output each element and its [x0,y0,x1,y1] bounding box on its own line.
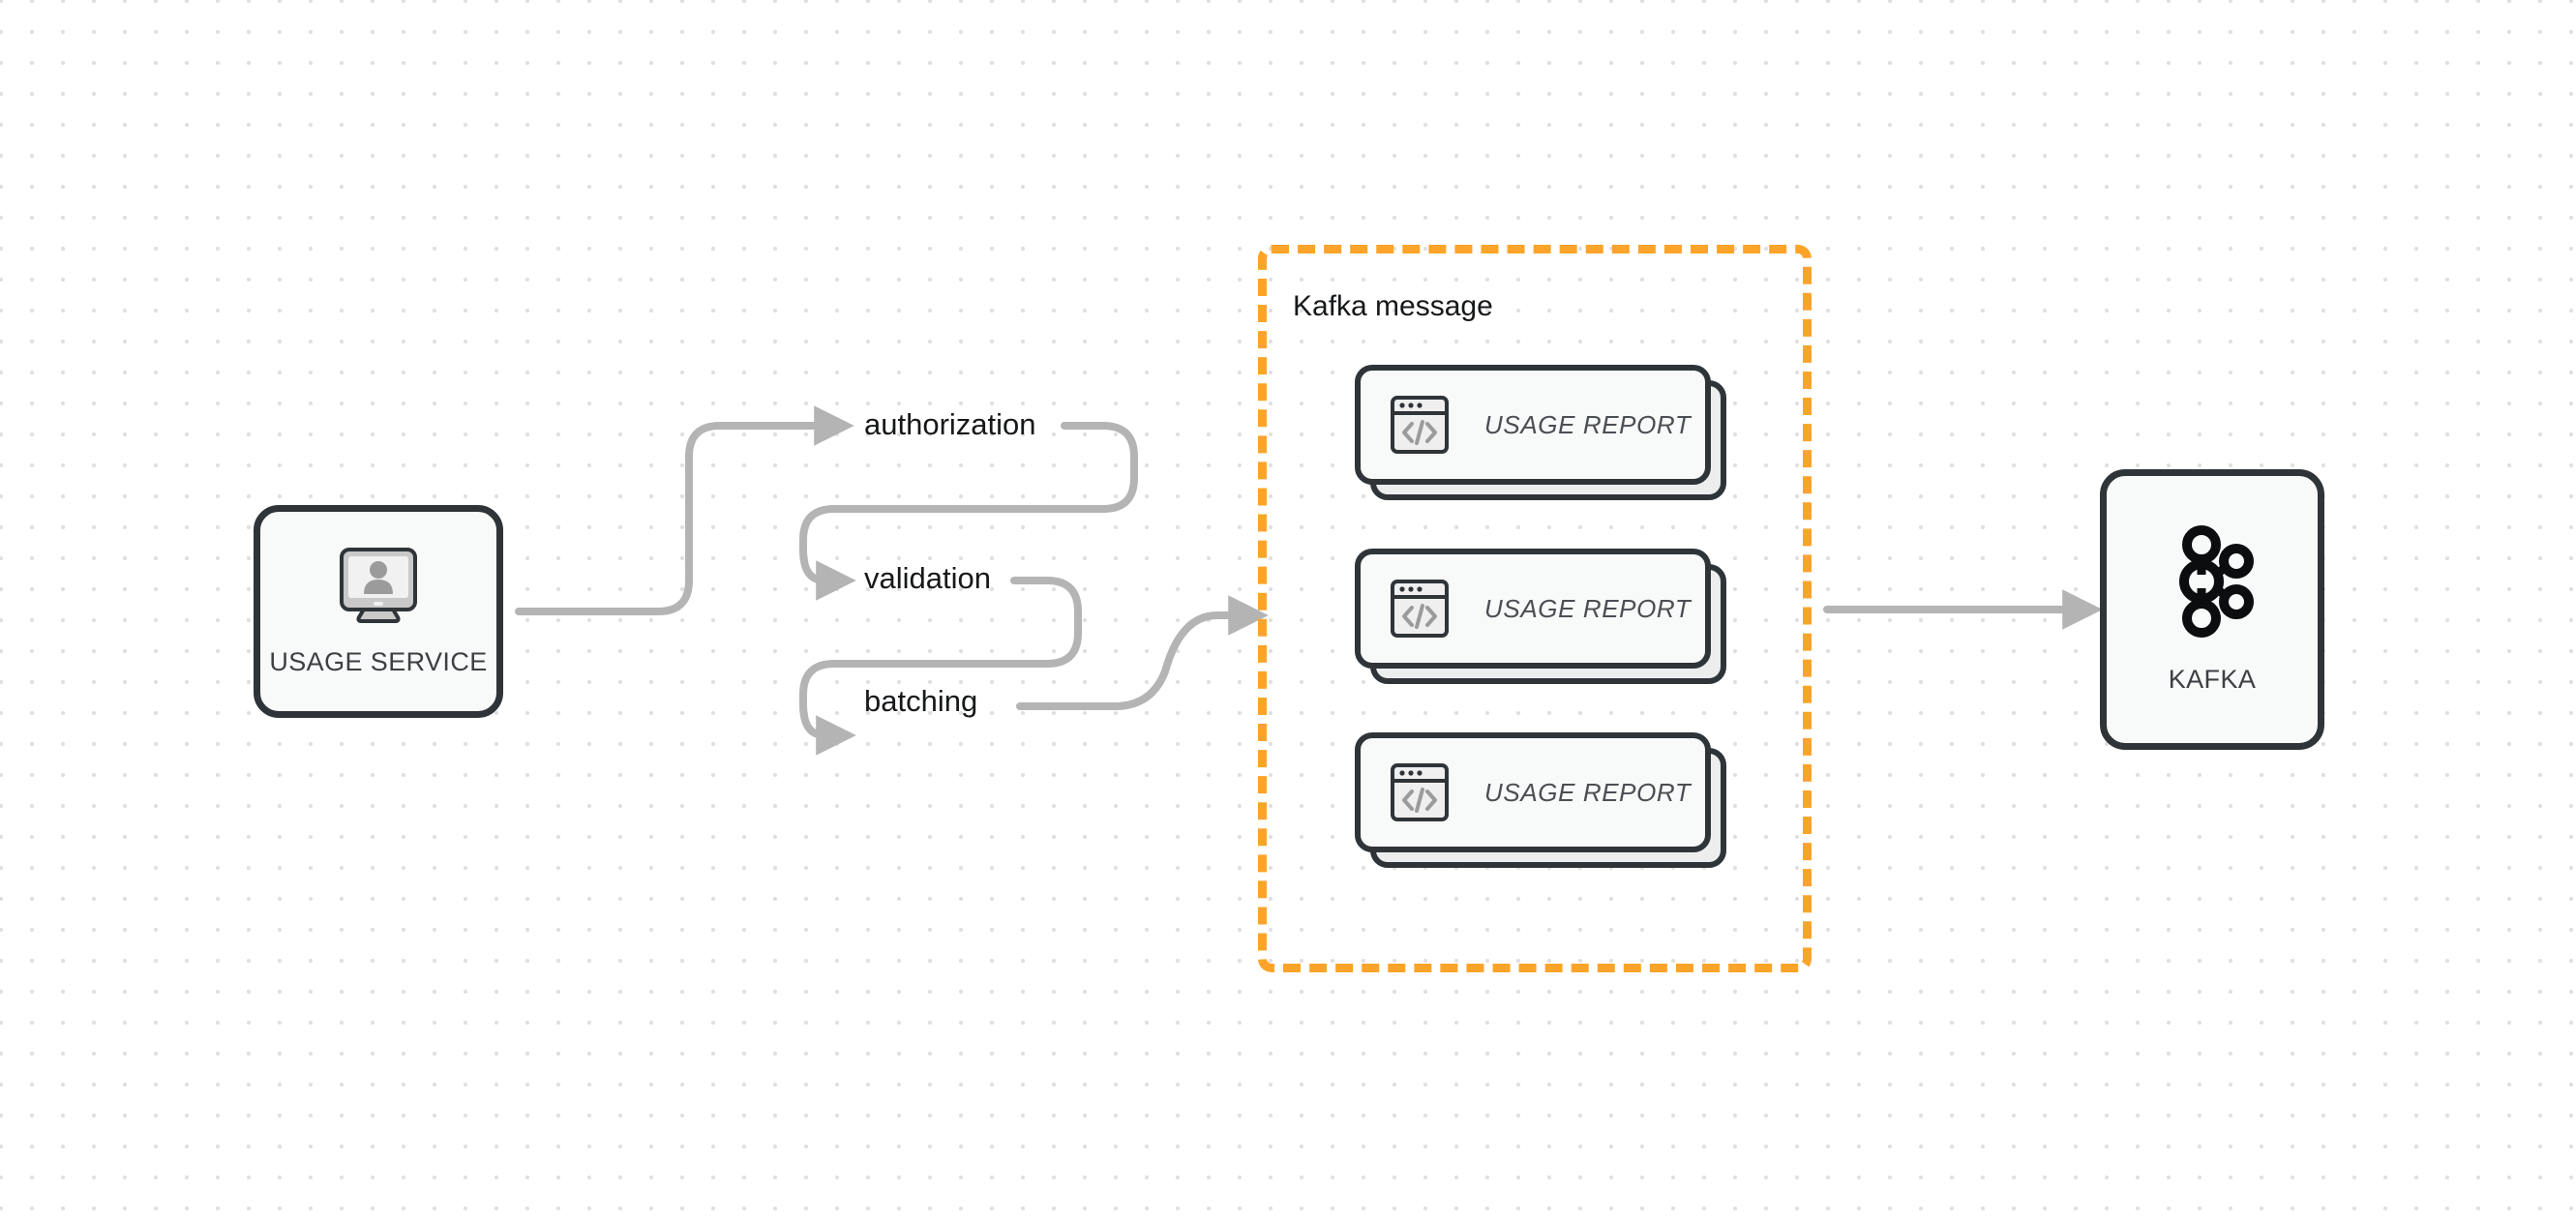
code-window-icon [1390,395,1450,455]
node-usage-service-label: USAGE SERVICE [269,647,488,676]
card-face[interactable]: USAGE REPORT [1355,365,1711,485]
edge-authorization-to-validation [799,422,1138,601]
edge-label-batching: batching [864,684,978,718]
monitor-user-icon [334,546,423,630]
card-face[interactable]: USAGE REPORT [1355,732,1711,852]
edge-label-validation: validation [864,561,991,595]
card-usage-report[interactable]: USAGE REPORT [1355,549,1726,684]
group-kafka-message[interactable] [1258,245,1812,972]
node-kafka[interactable]: KAFKA [2100,469,2324,750]
kafka-logo-icon [2164,524,2261,643]
edge-batching-to-kafka-message [1016,595,1269,710]
edge-label-authorization: authorization [864,407,1036,441]
card-usage-report-label: USAGE REPORT [1484,409,1692,439]
edge-usage-service-to-authorization [515,405,854,615]
card-usage-report-label: USAGE REPORT [1484,777,1692,807]
card-usage-report[interactable]: USAGE REPORT [1355,732,1726,868]
code-window-icon [1390,579,1450,639]
card-usage-report[interactable]: USAGE REPORT [1355,365,1726,500]
node-usage-service[interactable]: USAGE SERVICE [254,505,503,718]
node-kafka-label: KAFKA [2168,665,2257,694]
code-window-icon [1390,762,1450,822]
card-usage-report-label: USAGE REPORT [1484,593,1692,623]
card-face[interactable]: USAGE REPORT [1355,549,1711,669]
group-kafka-message-title: Kafka message [1293,290,1493,322]
